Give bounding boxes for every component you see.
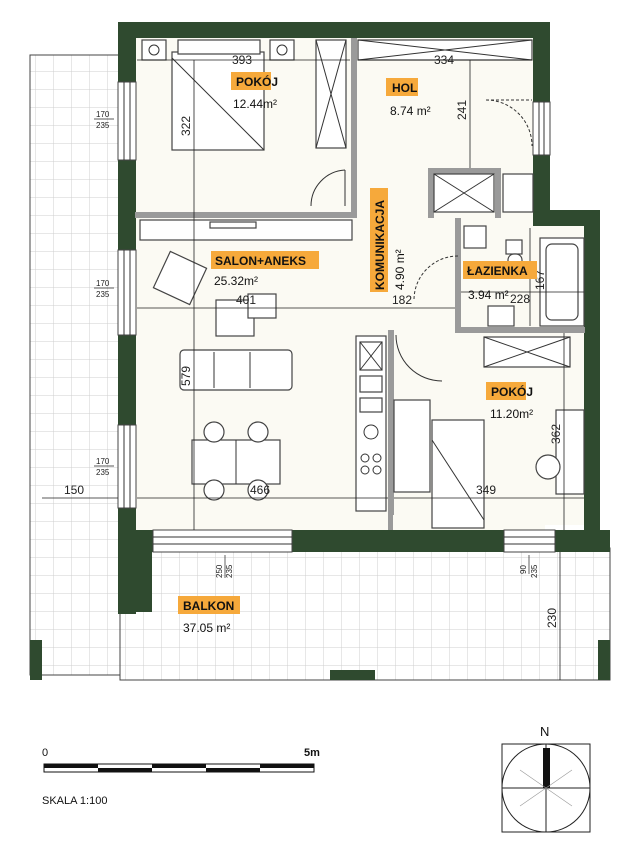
door-living (395, 334, 443, 382)
dim-362: 362 (549, 424, 563, 444)
svg-text:BALKON: BALKON (183, 599, 234, 613)
window-left-3 (117, 424, 137, 509)
kitchen-counter (355, 335, 387, 512)
room-label-hall: HOL 8.74 m² (386, 78, 431, 118)
svg-text:3.94 m²: 3.94 m² (468, 288, 509, 302)
dim-241: 241 (455, 100, 469, 120)
svg-text:235: 235 (530, 564, 539, 578)
window-label-1: 170 235 (94, 110, 114, 130)
door-bedroom-1 (310, 169, 346, 207)
armchair (152, 250, 208, 306)
dim-230: 230 (545, 608, 559, 628)
svg-text:170: 170 (96, 457, 110, 466)
door-entrance (485, 99, 533, 147)
room-label-bedroom-1: POKÓJ 12.44m² (231, 72, 278, 111)
window-label-5: 90 235 (519, 555, 539, 578)
scale-zero: 0 (42, 747, 48, 759)
hall-closet (357, 39, 533, 61)
svg-text:37.05 m²: 37.05 m² (183, 621, 230, 635)
dim-466: 466 (250, 483, 270, 497)
balcony-floor (29, 54, 611, 681)
bed-bedroom-1 (141, 39, 295, 151)
svg-text:235: 235 (225, 564, 234, 578)
svg-text:POKÓJ: POKÓJ (491, 384, 533, 399)
svg-text:235: 235 (96, 290, 110, 299)
dimension-lines (42, 59, 584, 680)
sofa (179, 349, 293, 391)
room-label-bathroom: ŁAZIENKA 3.94 m² (463, 261, 537, 302)
dim-150: 150 (64, 483, 84, 497)
washbasin (463, 225, 515, 327)
desk-bedroom-2 (535, 409, 585, 495)
svg-text:8.74 m²: 8.74 m² (390, 104, 431, 118)
svg-text:KOMUNIKACJA: KOMUNIKACJA (373, 200, 387, 290)
svg-text:POKÓJ: POKÓJ (236, 74, 278, 89)
svg-text:235: 235 (96, 468, 110, 477)
svg-text:90: 90 (519, 565, 528, 574)
dining-table (191, 421, 281, 501)
room-label-bedroom-2: POKÓJ 11.20m² (486, 382, 533, 421)
dim-401: 401 (236, 293, 256, 307)
interior-walls (135, 38, 585, 530)
room-label-living: SALON+ANEKS 25.32m² (211, 251, 319, 288)
compass: N (501, 724, 591, 833)
wardrobe-bedroom-2 (483, 336, 571, 368)
coffee-table (215, 293, 277, 337)
scale-five: 5m (304, 747, 320, 759)
svg-text:235: 235 (96, 121, 110, 130)
scale-label: SKALA 1:100 (42, 795, 107, 807)
dim-579: 579 (179, 366, 193, 386)
svg-text:ŁAZIENKA: ŁAZIENKA (467, 264, 528, 278)
svg-text:170: 170 (96, 110, 110, 119)
kitchen-cabinets-top (139, 219, 353, 241)
window-bottom-1 (152, 529, 293, 553)
svg-text:12.44m²: 12.44m² (233, 97, 277, 111)
svg-text:25.32m²: 25.32m² (214, 274, 258, 288)
dim-182: 182 (392, 293, 412, 307)
window-left-2 (117, 249, 137, 336)
svg-text:SALON+ANEKS: SALON+ANEKS (215, 254, 306, 268)
dim-228: 228 (510, 292, 530, 306)
window-label-4: 250 235 (215, 555, 234, 578)
compass-north: N (540, 724, 549, 739)
window-label-3: 170 235 (94, 457, 114, 477)
dim-349: 349 (476, 483, 496, 497)
bathtub (539, 237, 585, 327)
dim-322: 322 (179, 116, 193, 136)
room-label-balcony: BALKON 37.05 m² (178, 596, 240, 635)
window-left-1 (117, 81, 137, 161)
window-bottom-2 (503, 529, 556, 553)
bed-bedroom-2 (393, 399, 485, 529)
svg-text:170: 170 (96, 279, 110, 288)
door-bathroom (413, 255, 459, 301)
window-right-hol (532, 101, 551, 156)
outer-walls (30, 22, 610, 680)
svg-text:11.20m²: 11.20m² (490, 407, 533, 421)
svg-text:250: 250 (215, 564, 224, 578)
scale-bar: 0 5m SKALA 1:100 (42, 747, 320, 807)
wardrobe-bedroom-1 (315, 39, 347, 149)
shaft-boxes (433, 173, 534, 213)
window-label-2: 170 235 (94, 279, 114, 299)
room-label-corridor: KOMUNIKACJA 4.90 m² (370, 188, 407, 292)
dim-334: 334 (434, 53, 454, 67)
svg-text:4.90 m²: 4.90 m² (393, 249, 407, 290)
dim-393: 393 (232, 53, 252, 67)
svg-text:HOL: HOL (392, 81, 417, 95)
